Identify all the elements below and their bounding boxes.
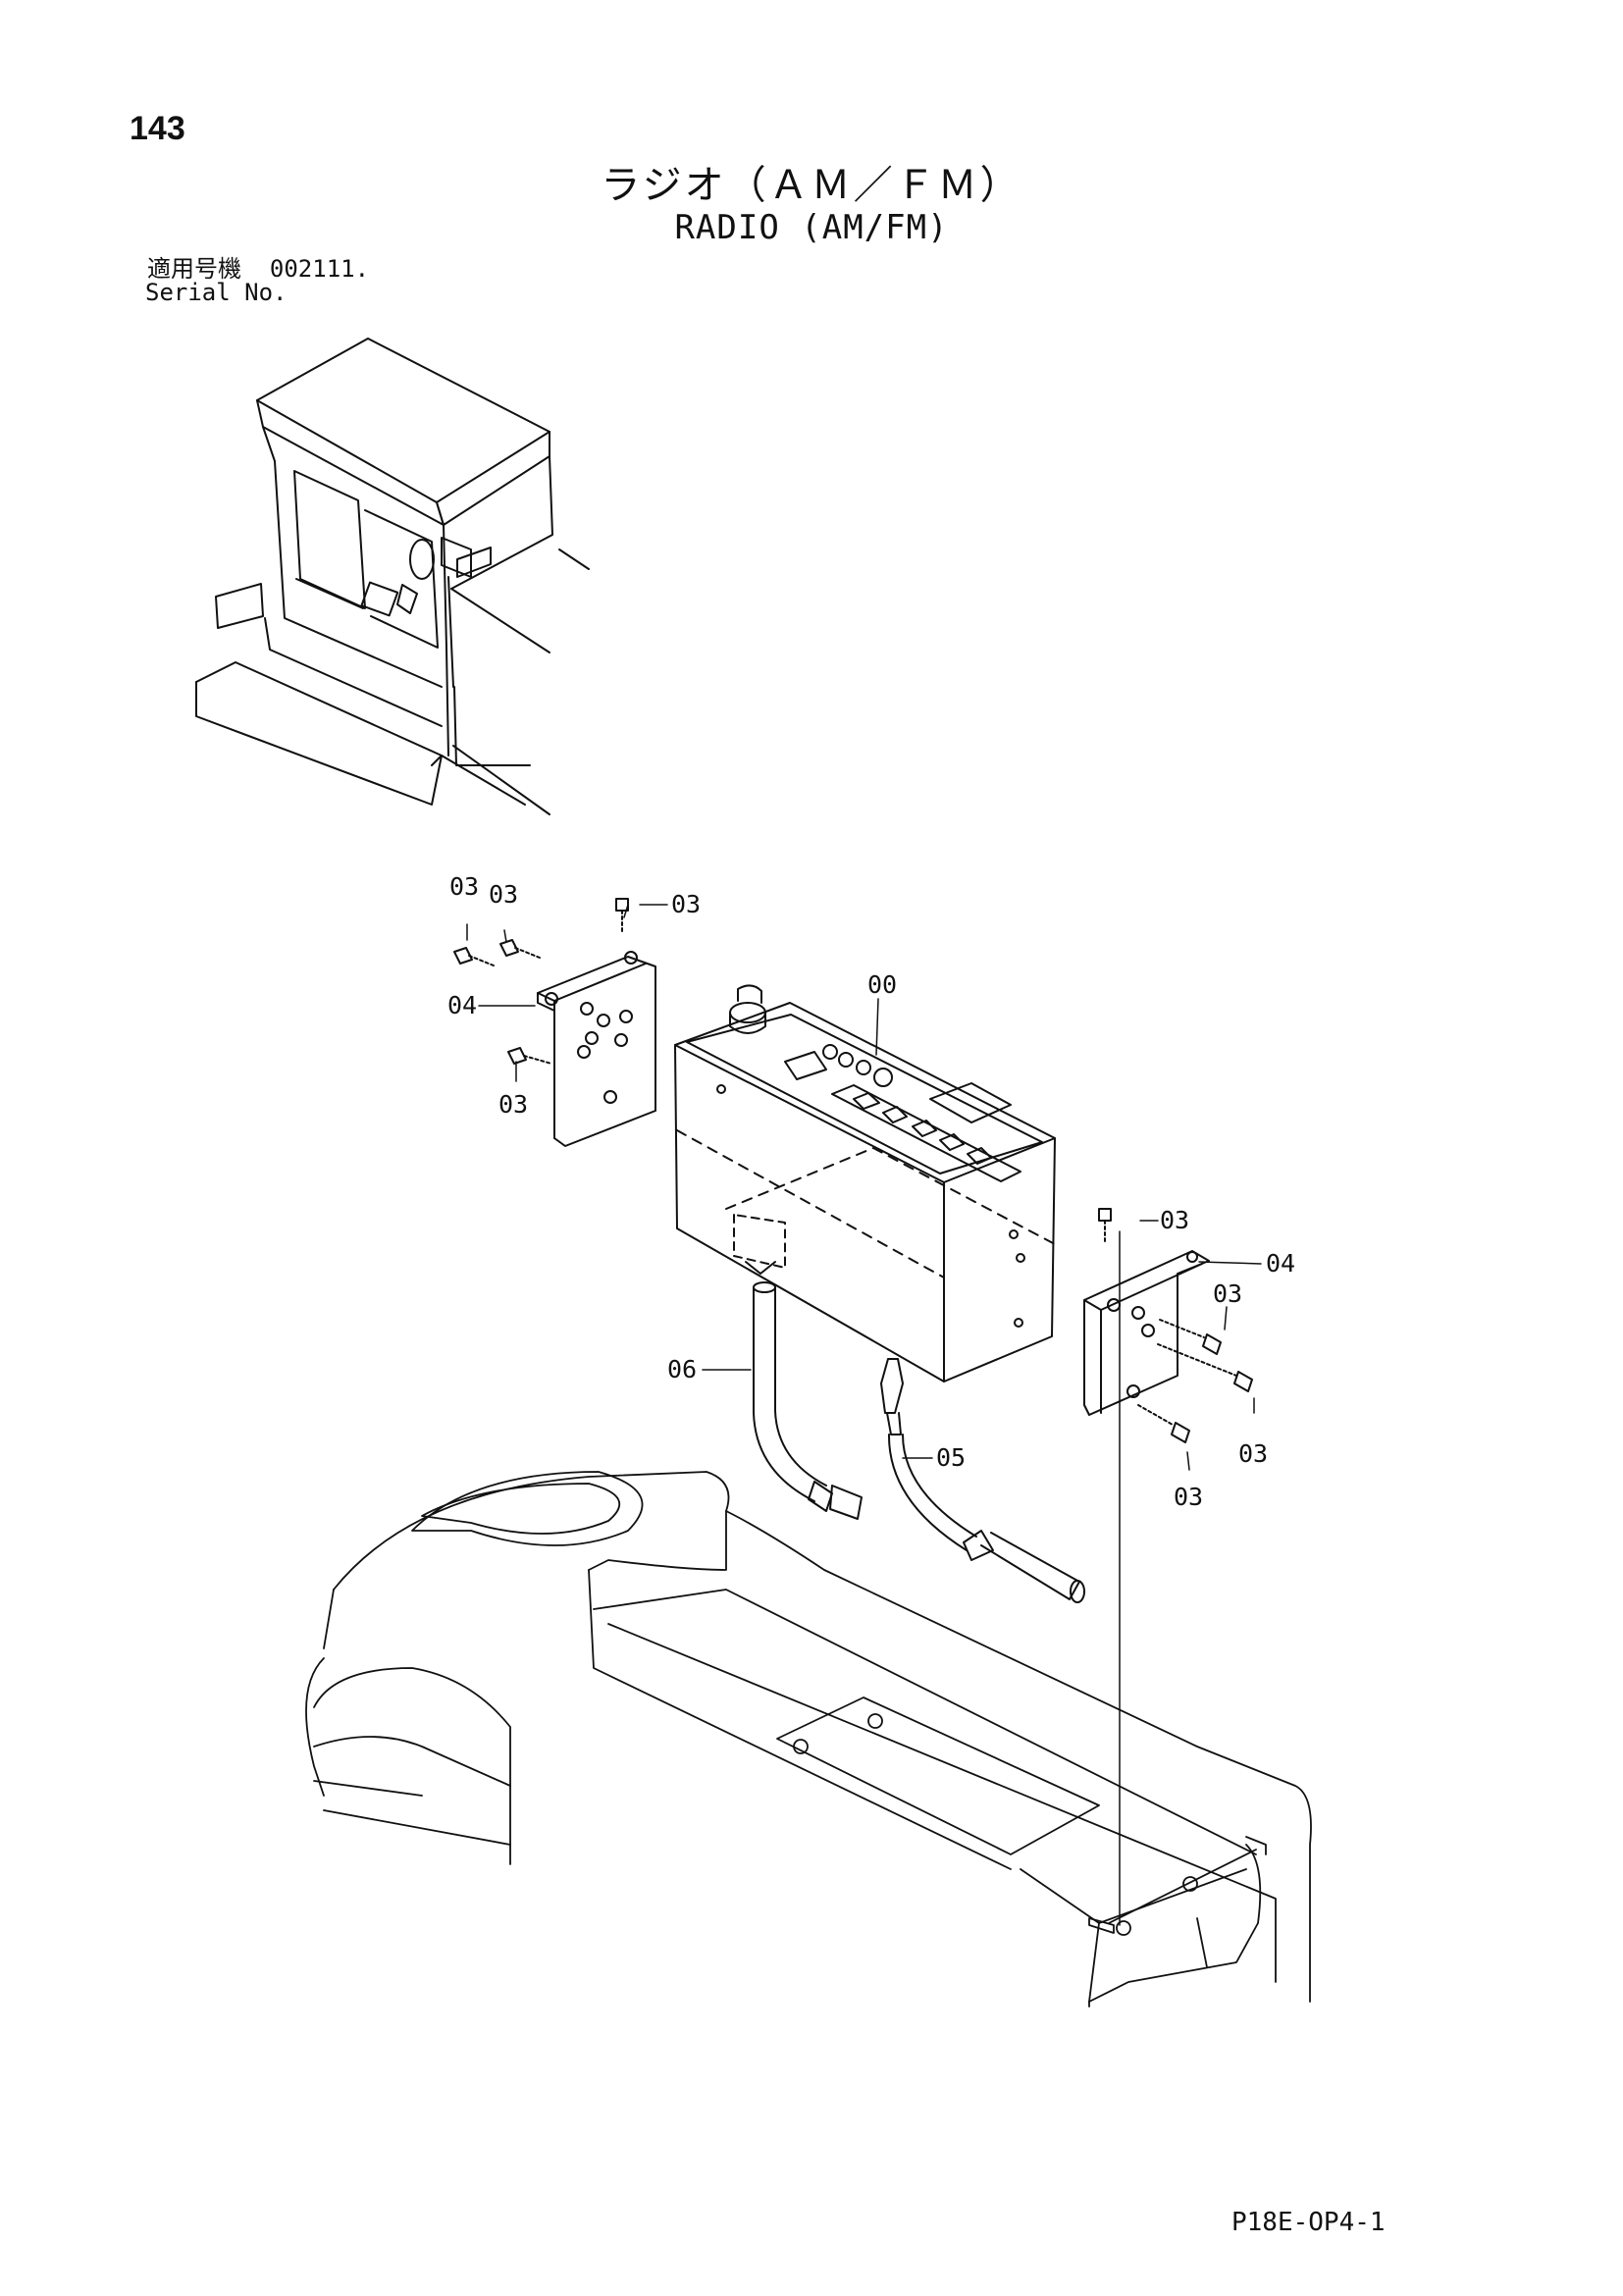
callout-06: 06 xyxy=(667,1355,697,1383)
serial-value: 002111. xyxy=(269,255,370,283)
serial-label-english: Serial No. xyxy=(145,279,288,306)
callout-03-g: 03 xyxy=(1238,1439,1268,1468)
callout-03-d: 03 xyxy=(498,1090,528,1119)
callout-03-f: 03 xyxy=(1213,1279,1242,1308)
callout-04-left: 04 xyxy=(447,991,477,1019)
bolts-left xyxy=(453,898,629,1065)
callouts: 00 03 03 03 03 03 03 03 03 04 04 05 06 xyxy=(447,872,1295,1511)
serial-block: 適用号機 002111. Serial No. xyxy=(145,255,370,306)
antenna-cable xyxy=(880,1358,1085,1603)
leader-lines xyxy=(466,904,1262,1471)
page-title-japanese: ラジオ（ＡＭ／ＦＭ） xyxy=(601,163,1022,208)
callout-00: 00 xyxy=(867,970,897,999)
callout-03-e: 03 xyxy=(1160,1206,1189,1234)
page-number: 143 xyxy=(130,110,185,147)
radio-unit xyxy=(674,984,1056,1383)
right-bracket xyxy=(1083,1208,1253,1443)
callout-04-right: 04 xyxy=(1266,1249,1295,1278)
callout-03-b: 03 xyxy=(489,880,518,909)
left-bracket xyxy=(537,951,656,1147)
serial-label-japanese: 適用号機 xyxy=(147,255,241,283)
callout-03-c: 03 xyxy=(671,890,701,918)
callout-03-h: 03 xyxy=(1174,1483,1203,1511)
drawing-code: P18E-OP4-1 xyxy=(1231,2208,1386,2237)
callout-03-a: 03 xyxy=(449,872,479,901)
page-title-english: RADIO (AM/FM) xyxy=(674,208,949,247)
wire-harness xyxy=(753,1281,863,1520)
callout-05: 05 xyxy=(936,1443,966,1472)
console-illustration xyxy=(305,1471,1312,2008)
cab-overview-illustration xyxy=(195,338,590,815)
